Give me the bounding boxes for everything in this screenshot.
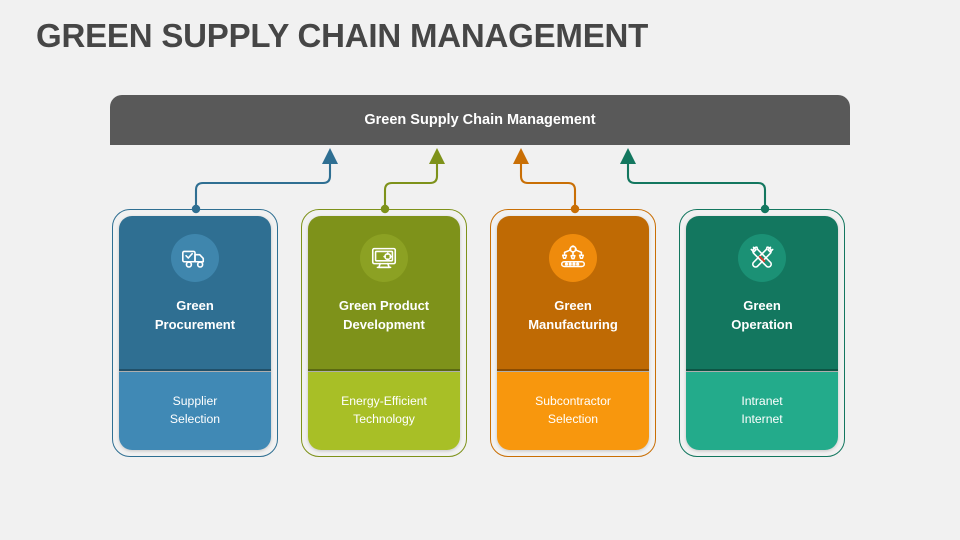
delivery-truck-check-icon bbox=[171, 234, 219, 282]
card-top-section: Green Product Development bbox=[308, 216, 460, 371]
card-title: Green Product Development bbox=[338, 298, 430, 332]
card-subtitle: Energy-Efficient Technology bbox=[341, 394, 427, 426]
card-outline bbox=[490, 209, 656, 457]
connector-line-4 bbox=[626, 164, 767, 209]
monitor-gear-icon bbox=[360, 234, 408, 282]
connector-arrowhead-2 bbox=[429, 148, 445, 164]
card-body: Green Procurement Supplier Selection bbox=[119, 216, 271, 450]
connector-line-3 bbox=[519, 164, 577, 209]
card-body: Green Manufacturing Subcontractor Select… bbox=[497, 216, 649, 450]
card-body: Green Operation Intranet Internet bbox=[686, 216, 838, 450]
connector-line-2 bbox=[383, 164, 439, 209]
card-divider bbox=[119, 369, 271, 372]
card-subtitle: Subcontractor Selection bbox=[535, 394, 611, 426]
card-title: Green Operation bbox=[731, 298, 793, 332]
card-body: Green Product Development Energy-Efficie… bbox=[308, 216, 460, 450]
card-top-section: Green Operation bbox=[686, 216, 838, 371]
card-outline bbox=[679, 209, 845, 457]
crossed-wrenches-icon bbox=[738, 234, 786, 282]
card-bottom-section: Supplier Selection bbox=[119, 372, 271, 450]
card-outline bbox=[112, 209, 278, 457]
card-divider bbox=[308, 369, 460, 372]
card-outline bbox=[301, 209, 467, 457]
connector-arrowhead-1 bbox=[322, 148, 338, 164]
card-top-section: Green Procurement bbox=[119, 216, 271, 371]
process-card-1[interactable]: Green Procurement Supplier Selection bbox=[112, 209, 278, 457]
card-title: Green Procurement bbox=[154, 298, 236, 332]
card-divider bbox=[686, 369, 838, 372]
card-subtitle: Intranet Internet bbox=[741, 394, 783, 426]
process-card-2[interactable]: Green Product Development Energy-Efficie… bbox=[301, 209, 467, 457]
page-title: GREEN SUPPLY CHAIN MANAGEMENT bbox=[36, 17, 649, 54]
diagram-header-label: Green Supply Chain Management bbox=[364, 112, 596, 128]
connector-line-1 bbox=[194, 164, 332, 209]
card-subtitle: Supplier Selection bbox=[169, 394, 221, 426]
card-top-section: Green Manufacturing bbox=[497, 216, 649, 371]
connector-arrowhead-3 bbox=[513, 148, 529, 164]
diagram-header-bar: Green Supply Chain Management bbox=[110, 95, 850, 145]
process-card-4[interactable]: Green Operation Intranet Internet bbox=[679, 209, 845, 457]
card-bottom-section: Intranet Internet bbox=[686, 372, 838, 450]
assembly-line-icon bbox=[549, 234, 597, 282]
card-divider bbox=[497, 369, 649, 372]
connector-arrowhead-4 bbox=[620, 148, 636, 164]
card-title: Green Manufacturing bbox=[528, 298, 618, 332]
card-bottom-section: Energy-Efficient Technology bbox=[308, 372, 460, 450]
card-bottom-section: Subcontractor Selection bbox=[497, 372, 649, 450]
process-card-3[interactable]: Green Manufacturing Subcontractor Select… bbox=[490, 209, 656, 457]
